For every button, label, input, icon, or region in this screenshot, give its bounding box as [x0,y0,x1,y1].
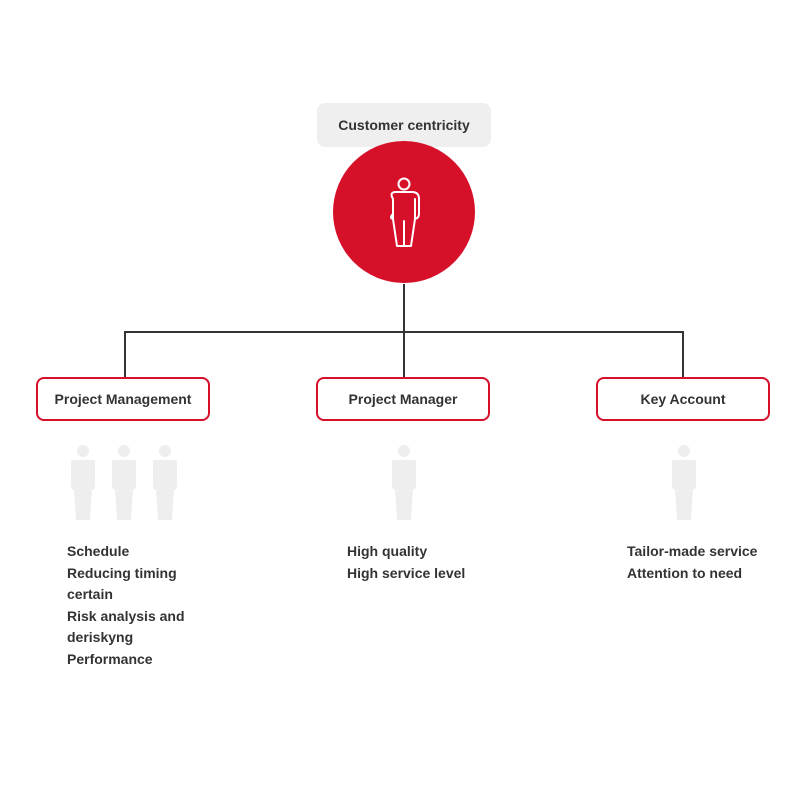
list-key-account: Tailor-made service Attention to need [627,541,797,584]
box-project-management: Project Management [36,377,210,421]
list-item: High service level [347,564,466,581]
list-item: Attention to need [627,564,743,581]
list-item: Tailor-made service [627,543,758,559]
person-silhouette-icon [112,445,136,520]
list-item: High quality [347,543,428,559]
root-label: Customer centricity [317,103,491,147]
person-silhouette-icon [71,445,95,520]
list-item: Schedule [67,543,130,559]
list-project-manager: High quality High service level [347,541,527,584]
person-silhouette-icon [153,445,177,520]
box-key-account: Key Account [596,377,770,421]
person-outline-icon [390,177,420,247]
people-group-icon [71,445,177,520]
person-silhouette-icon [672,445,696,520]
list-item: Performance [67,650,153,667]
list-item: Reducing timing certain [67,564,177,603]
person-silhouette-icon [392,445,416,520]
list-item: Risk analysis and deriskyng [67,607,185,646]
list-project-management: Schedule Reducing timing certain Risk an… [67,541,202,670]
root-circle [333,141,475,283]
box-project-manager: Project Manager [316,377,490,421]
